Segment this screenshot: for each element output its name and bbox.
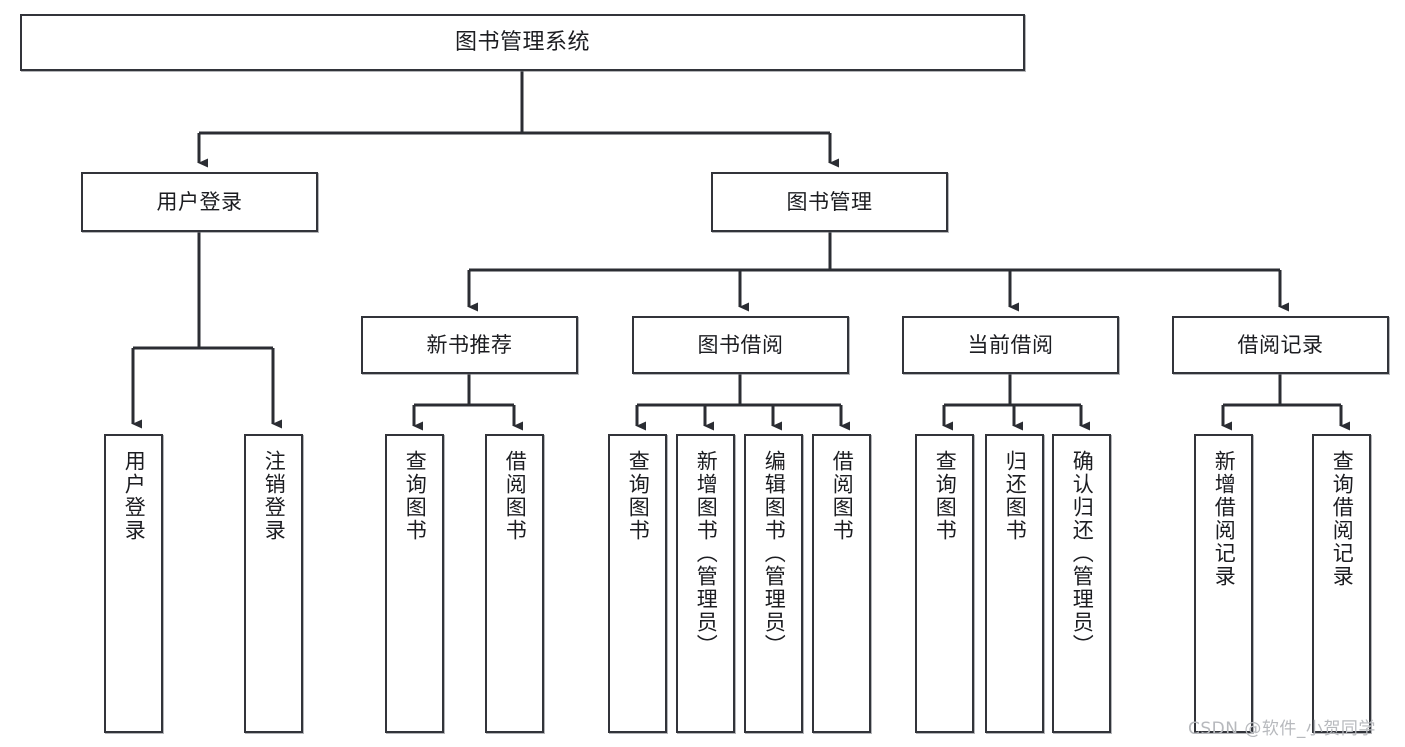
- node-current-borrow[interactable]: 当前借阅: [902, 316, 1119, 374]
- node-user-login[interactable]: 用户登录: [81, 172, 318, 232]
- node-label: 新增借阅记录: [1212, 450, 1237, 588]
- node-book-management[interactable]: 图书管理: [711, 172, 948, 232]
- csdn-watermark: CSDN @软件_小贺同学: [1188, 719, 1376, 739]
- leaf-borrow-books-recommend[interactable]: 借阅图书: [485, 434, 544, 733]
- node-label: 借阅图书: [503, 450, 528, 542]
- node-label: 查询图书: [933, 450, 958, 542]
- leaf-add-book-admin[interactable]: 新增图书（管理员）: [676, 434, 735, 733]
- node-label: 借阅记录: [1237, 332, 1324, 357]
- node-borrow-records[interactable]: 借阅记录: [1172, 316, 1389, 374]
- leaf-query-books-recommend[interactable]: 查询图书: [385, 434, 444, 733]
- leaf-query-borrow-record[interactable]: 查询借阅记录: [1312, 434, 1371, 733]
- node-label: 查询图书: [403, 450, 428, 542]
- leaf-query-books-current[interactable]: 查询图书: [915, 434, 974, 733]
- leaf-borrow-books[interactable]: 借阅图书: [812, 434, 871, 733]
- node-label: 借阅图书: [830, 450, 855, 542]
- node-new-book-recommend[interactable]: 新书推荐: [361, 316, 578, 374]
- leaf-user-login[interactable]: 用户登录: [104, 434, 163, 733]
- node-label: 图书管理: [786, 189, 873, 214]
- node-label: 当前借阅: [967, 332, 1054, 357]
- node-label: 编辑图书（管理员）: [762, 450, 787, 657]
- node-label: 注销登录: [262, 450, 287, 542]
- leaf-confirm-return-admin[interactable]: 确认归还（管理员）: [1052, 434, 1111, 733]
- node-label: 确认归还（管理员）: [1070, 450, 1095, 657]
- node-book-borrow[interactable]: 图书借阅: [632, 316, 849, 374]
- leaf-return-books[interactable]: 归还图书: [985, 434, 1044, 733]
- node-label: 归还图书: [1003, 450, 1028, 542]
- node-label: 图书管理系统: [454, 29, 590, 55]
- leaf-add-borrow-record[interactable]: 新增借阅记录: [1194, 434, 1253, 733]
- leaf-logout[interactable]: 注销登录: [244, 434, 303, 733]
- node-root-system[interactable]: 图书管理系统: [20, 14, 1025, 71]
- node-label: 图书借阅: [697, 332, 784, 357]
- node-label: 查询借阅记录: [1330, 450, 1355, 588]
- leaf-query-books-borrow[interactable]: 查询图书: [608, 434, 667, 733]
- node-label: 新书推荐: [426, 332, 513, 357]
- leaf-edit-book-admin[interactable]: 编辑图书（管理员）: [744, 434, 803, 733]
- node-label: 查询图书: [626, 450, 651, 542]
- node-label: 新增图书（管理员）: [694, 450, 719, 657]
- node-label: 用户登录: [122, 450, 147, 542]
- node-label: 用户登录: [156, 189, 243, 214]
